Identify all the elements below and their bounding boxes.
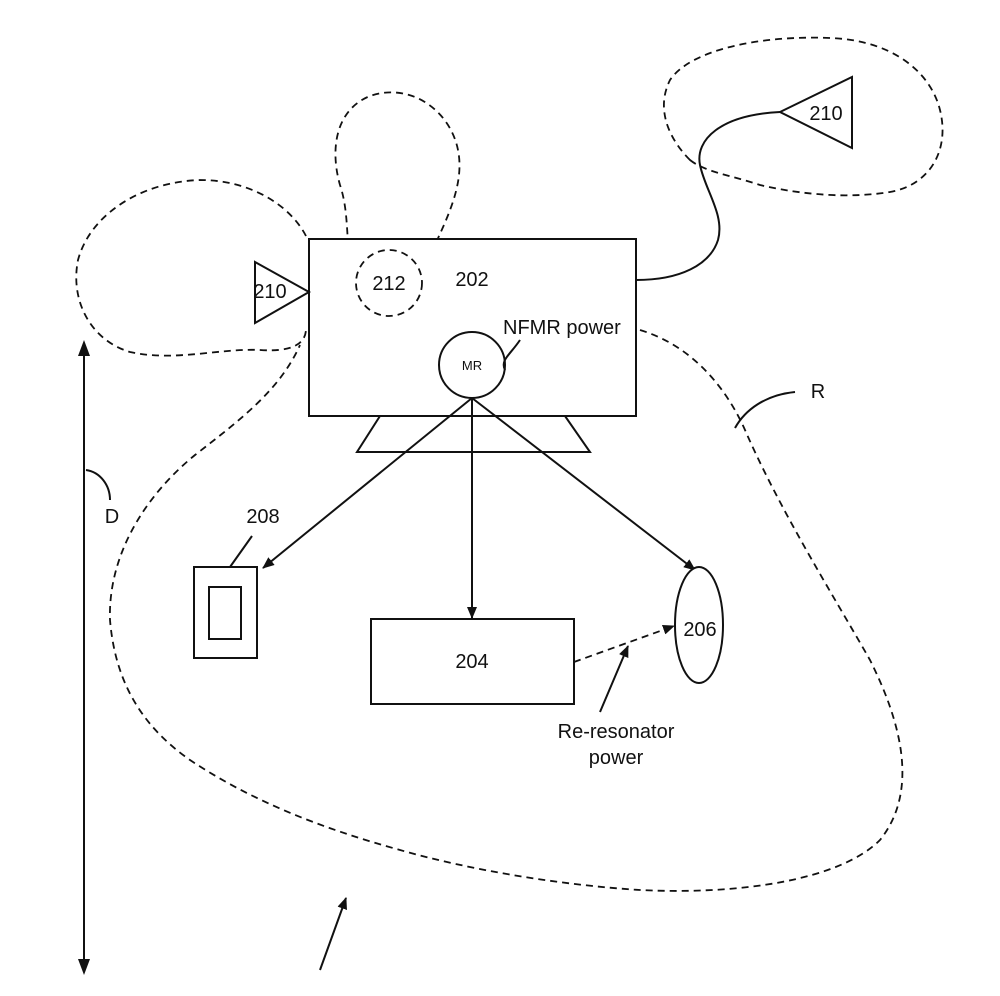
nfmr-power-leader [502,339,521,371]
device-204-box [370,618,575,705]
node-212-label: 212 [372,273,405,295]
re-resonator-label-line1: Re-resonator [558,721,675,743]
left-antenna-210 [254,260,312,325]
mr-label: MR [462,358,482,373]
bottom-pointer-arrow [319,897,347,971]
right-antenna-cable [635,111,781,281]
right-antenna-210 [777,75,853,150]
device-202-label: 202 [455,269,488,291]
nfmr-power-label: NFMR power [503,317,621,339]
distance-d-leader [85,469,111,501]
device-204-label: 204 [455,651,488,673]
re-resonator-arrow [573,625,675,663]
distance-d-label: D [105,506,119,528]
device-206-label: 206 [683,619,716,641]
device-208-label: 208 [246,506,279,528]
region-r-leader [734,391,796,429]
device-208-leader [229,535,253,568]
device-206 [674,566,724,684]
re-resonator-label-line2: power [589,747,644,769]
arrow-mr-to-206 [471,397,696,571]
region-r-label: R [811,381,825,403]
re-resonator-pointer [599,645,629,713]
left-antenna-210-label: 210 [253,281,286,303]
node-212-coverage [334,91,461,283]
distance-d-arrow-bottom [78,959,90,975]
arrow-mr-to-208 [262,397,473,569]
node-212-circle [355,249,423,317]
right-antenna-coverage [663,36,944,197]
right-antenna-210-label: 210 [809,103,842,125]
device-208-screen [208,586,242,640]
left-antenna-coverage [75,179,307,357]
device-202-stand [355,415,592,453]
distance-d-arrow-top [78,340,90,356]
region-r-boundary [109,329,904,892]
